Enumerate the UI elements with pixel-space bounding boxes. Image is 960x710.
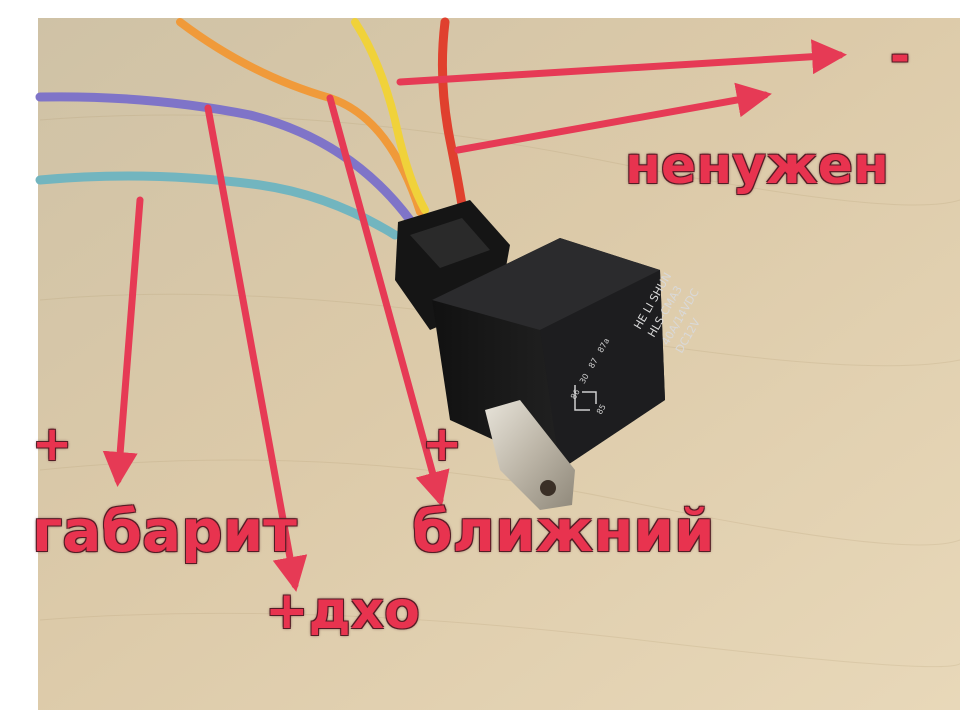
wire-teal <box>35 171 400 240</box>
arrow-to-parking <box>102 196 144 487</box>
wire-red <box>437 17 467 210</box>
relay-pin-label: 30 <box>578 372 591 385</box>
label-minus: - <box>890 28 910 84</box>
relay-pin-label: 85 <box>595 403 608 416</box>
arrow-to-drl <box>204 104 308 592</box>
wire-purple <box>35 92 415 225</box>
arrow-to-not-needed <box>454 82 772 154</box>
relay: HE LI SHUN HLS-CMA3 40A/14VDC DC12V 86 3… <box>395 200 703 510</box>
label-plus-mid: + <box>422 416 463 472</box>
label-not-needed: ненужен <box>625 136 889 196</box>
label-plus-left: + <box>32 416 73 472</box>
label-parking: габарит <box>32 497 297 565</box>
label-low-beam: ближний <box>412 497 715 565</box>
arrow-to-low-beam <box>326 94 450 507</box>
label-drl: +дхо <box>265 581 420 641</box>
annotation-arrows <box>102 39 847 592</box>
relay-schematic <box>574 385 597 411</box>
bracket-hole <box>540 480 556 496</box>
relay-pin-label: 87 <box>587 357 600 370</box>
wire-yellow <box>351 18 429 214</box>
arrow-to-minus <box>396 39 847 86</box>
